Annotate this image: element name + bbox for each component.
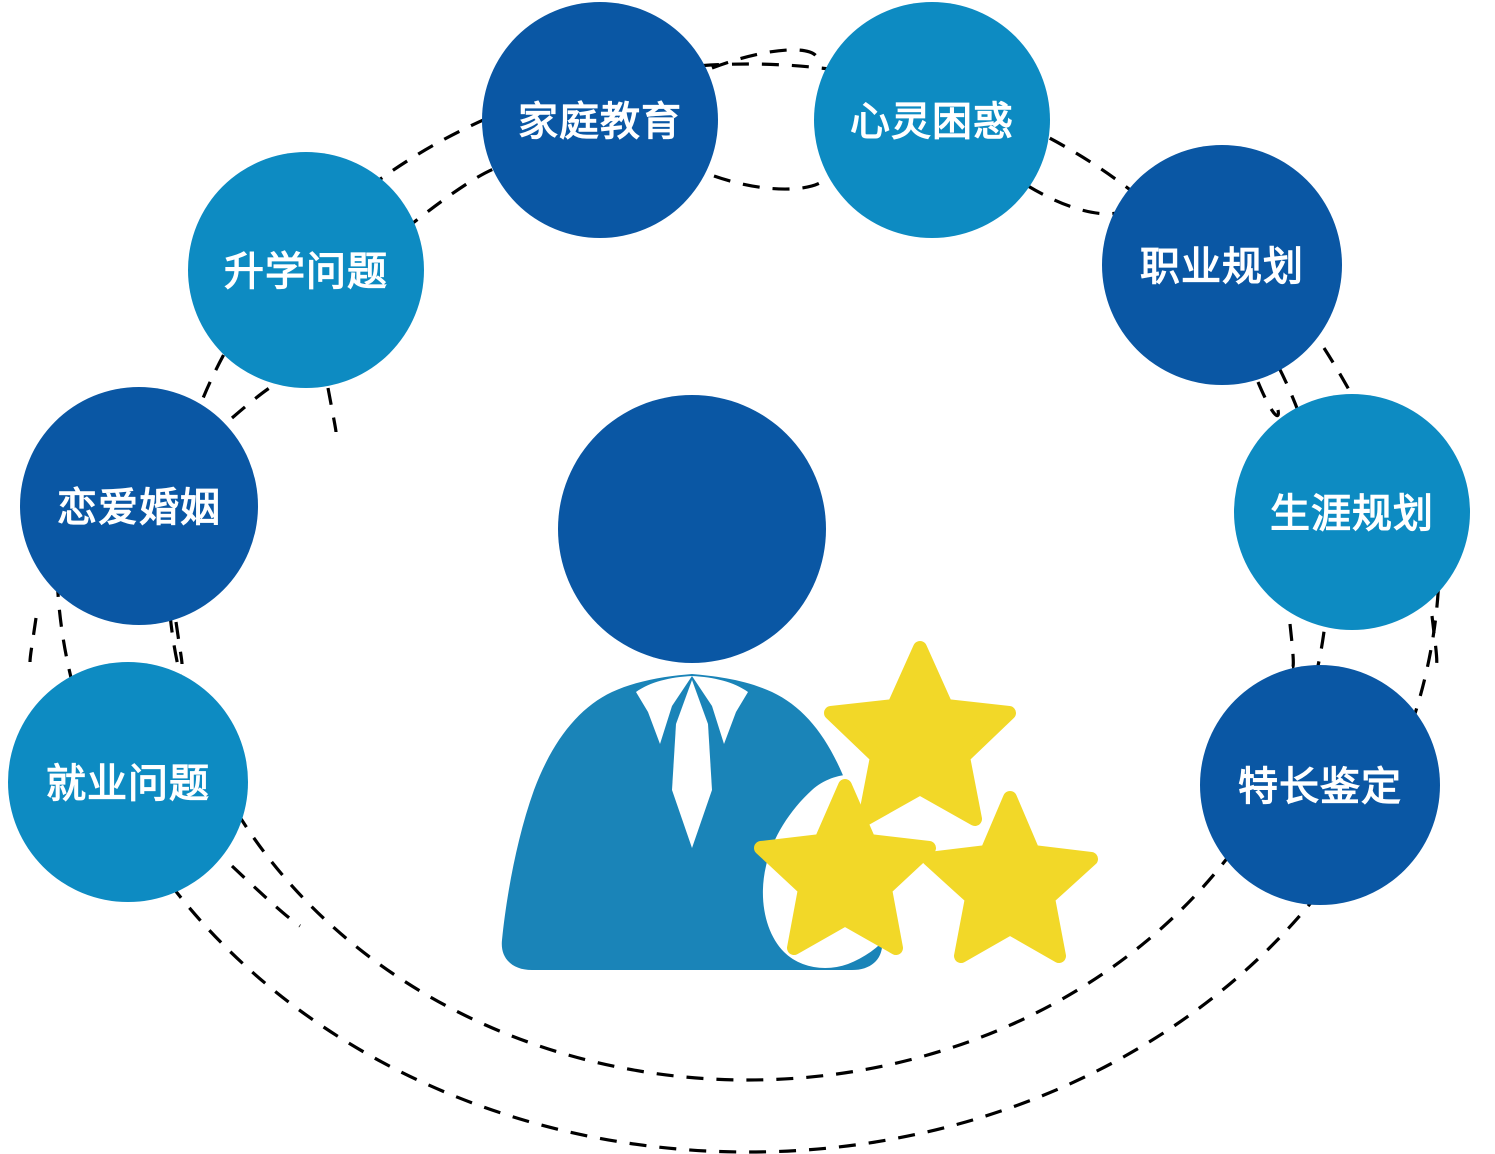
node-label: 心灵困惑 [850,100,1014,144]
star-top-icon [824,641,1016,826]
node-circle[interactable] [8,662,248,902]
center-figure [501,395,1098,970]
node-circle[interactable] [814,2,1050,238]
connector-xinling-to-zhiye [1027,184,1121,216]
node-label: 家庭教育 [518,100,682,144]
node-shengxue-wenti[interactable]: 升学问题 [188,152,424,388]
node-xinling-kunhuo[interactable]: 心灵困惑 [814,2,1050,238]
connector-shengxue-to-jiating [403,166,497,232]
node-label: 职业规划 [1140,245,1304,289]
connector-shengya-to-techang-b [1430,615,1439,667]
node-label: 升学问题 [224,250,388,294]
star-bottom-left-icon [754,779,936,955]
node-circle[interactable] [188,152,424,388]
figure-head-icon [558,395,826,663]
connector-jiuye-to-bottom [230,864,301,928]
connector-lianai-to-jiuye-b [28,617,38,663]
connector-shengya-to-techang [1288,623,1295,670]
connector-zhiye-to-shengya-b [1256,381,1280,418]
node-label: 恋爱婚姻 [57,485,221,530]
figure-collar-icon [636,676,692,744]
node-lianai-hunyin[interactable]: 恋爱婚姻 [20,387,258,625]
node-jiating-jiaoyu[interactable]: 家庭教育 [482,2,718,238]
node-circle[interactable] [1102,145,1342,385]
node-jiuye-wenti[interactable]: 就业问题 [8,662,248,902]
connector-shengxue-to-jiating-b [326,387,338,433]
node-label: 就业问题 [46,762,210,806]
node-techang-jianding[interactable]: 特长鉴定 [1200,665,1440,905]
node-circle[interactable] [20,387,258,625]
node-shengya-guihua[interactable]: 生涯规划 [1234,394,1470,630]
node-circle[interactable] [1234,394,1470,630]
node-zhiye-guihua[interactable]: 职业规划 [1102,145,1342,385]
node-circle[interactable] [1200,665,1440,905]
connector-jiating-to-xinling-lower [713,174,828,191]
node-label: 特长鉴定 [1238,765,1402,809]
connector-lianai-to-jiuye [174,621,184,665]
figure-tie-icon [672,680,712,848]
connector-lianai-to-shengxue [230,382,277,420]
star-bottom-right-icon [922,791,1098,963]
node-label: 生涯规划 [1270,492,1434,536]
figure-collar-right-icon [692,676,748,744]
node-circle[interactable] [482,2,718,238]
